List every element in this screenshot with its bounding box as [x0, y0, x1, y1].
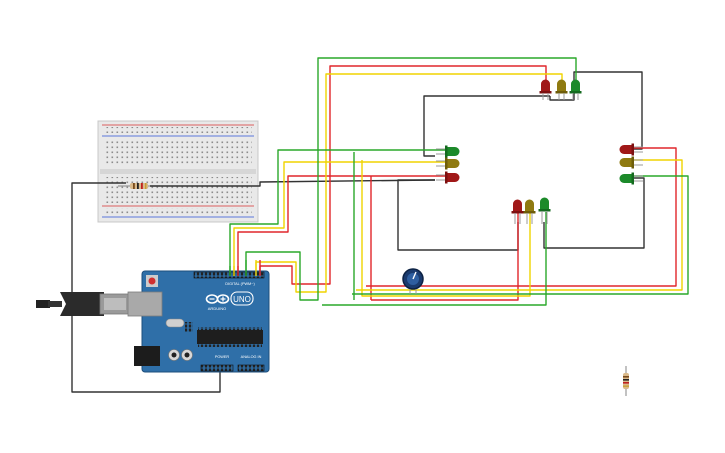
microcontroller-chip: [197, 330, 263, 344]
power-jack: [134, 346, 160, 366]
arduino-uno[interactable]: UNO ARDUINO DIGITAL (PWM~) POWER ANALOG …: [127, 270, 270, 373]
wire-red-south: [370, 176, 519, 301]
breadboard[interactable]: [97, 120, 259, 223]
wire-black-north-gnd: [423, 95, 550, 157]
loose-resistor[interactable]: [623, 366, 629, 396]
led-yellow-west: [436, 157, 460, 170]
led-yellow-north: [555, 79, 568, 100]
led-green-east: [619, 172, 643, 185]
wire-black-gnd-loop: [71, 182, 221, 393]
analog-label: ANALOG IN: [241, 355, 262, 359]
traffic-light-east[interactable]: [619, 143, 644, 185]
wire-yellow-east: [356, 159, 683, 291]
led-green-south: [538, 197, 551, 224]
wire-green-east: [352, 175, 689, 295]
digital-header: [194, 272, 264, 278]
led-red-north: [539, 79, 552, 100]
wire-black-south-east: [543, 177, 645, 249]
traffic-light-north[interactable]: [539, 79, 582, 101]
digital-label: DIGITAL (PWM~): [225, 282, 255, 286]
wire-black-north-link: [549, 96, 575, 101]
usb-port: [127, 291, 163, 317]
wire-yellow-south: [361, 160, 531, 297]
traffic-light-south[interactable]: [511, 197, 551, 225]
led-green-west: [436, 145, 460, 158]
power-label: POWER: [215, 355, 230, 359]
potentiometer[interactable]: [402, 268, 424, 294]
led-yellow-east: [619, 156, 643, 169]
wire-yellow-west: [233, 161, 454, 272]
led-yellow-south: [523, 199, 536, 224]
wire-green-south: [322, 212, 547, 306]
wire-black-bb-to-west: [150, 179, 436, 187]
wire-black-north-east: [573, 71, 643, 150]
power-header: [201, 365, 233, 371]
wire-green-north: [245, 57, 577, 301]
led-red-south: [511, 199, 524, 224]
icsp-header: [185, 322, 193, 332]
usb-cable[interactable]: [36, 292, 131, 316]
reset-button: [148, 277, 156, 285]
header-wire-ends: [229, 260, 261, 276]
crystal: [165, 318, 185, 328]
wire-yellow-north: [255, 73, 563, 293]
logo-text: UNO: [233, 295, 251, 304]
wire-red-west: [237, 175, 454, 272]
wire-green-west: [229, 149, 454, 272]
analog-header: [238, 365, 264, 371]
led-green-north: [569, 79, 582, 100]
led-red-east: [619, 143, 643, 156]
wire-red-east: [366, 147, 677, 287]
brand-text: ARDUINO: [208, 306, 226, 311]
wire-black-west-south: [397, 179, 519, 251]
wires: [71, 57, 689, 393]
led-red-west: [436, 171, 460, 184]
wire-red-north: [259, 65, 547, 285]
traffic-light-west[interactable]: [436, 145, 460, 184]
